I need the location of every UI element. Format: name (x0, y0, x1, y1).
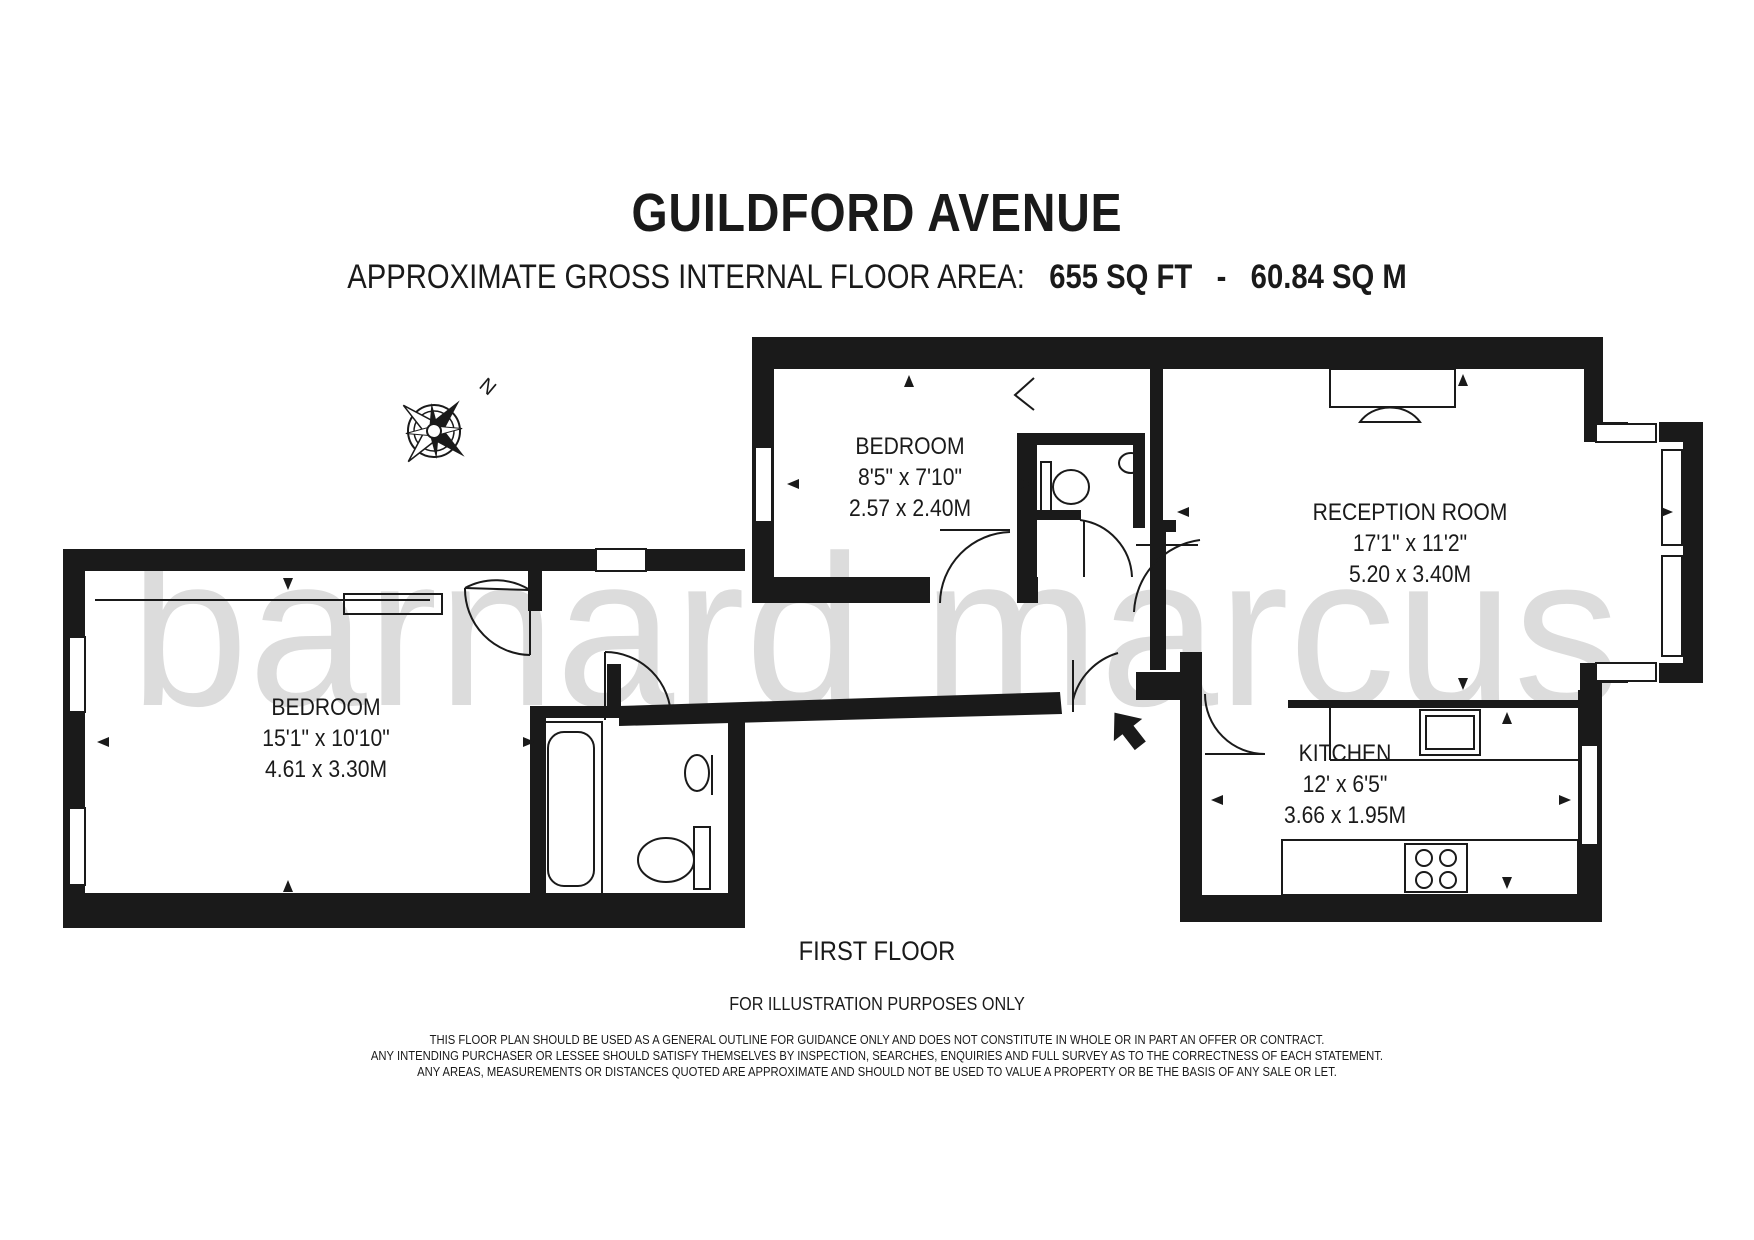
disclaimer: THIS FLOOR PLAN SHOULD BE USED AS A GENE… (88, 1032, 1667, 1080)
disclaimer-line: ANY AREAS, MEASUREMENTS OR DISTANCES QUO… (417, 1065, 1337, 1079)
illustration-note: FOR ILLUSTRATION PURPOSES ONLY (729, 994, 1025, 1014)
room-label-bedroom-large: BEDROOM 15'1" x 10'10" 4.61 x 3.30M (238, 692, 414, 785)
disclaimer-line: THIS FLOOR PLAN SHOULD BE USED AS A GENE… (429, 1033, 1325, 1047)
room-metric: 2.57 x 2.40M (848, 495, 972, 522)
room-imperial: 12' x 6'5" (1302, 771, 1388, 798)
room-metric: 5.20 x 3.40M (1348, 561, 1472, 588)
floor-area-label: APPROXIMATE GROSS INTERNAL FLOOR AREA: (347, 258, 1025, 296)
compass-rose-icon (402, 400, 465, 463)
floor-label: FIRST FLOOR (798, 936, 956, 966)
measurement-markers (97, 374, 1673, 892)
room-name: BEDROOM (271, 694, 381, 721)
room-metric: 3.66 x 1.95M (1283, 802, 1407, 829)
page-title: GUILDFORD AVENUE (631, 183, 1123, 243)
room-label-reception: RECEPTION ROOM 17'1" x 11'2" 5.20 x 3.40… (1304, 497, 1515, 590)
room-label-kitchen: KITCHEN 12' x 6'5" 3.66 x 1.95M (1257, 738, 1433, 831)
floor-area-line: APPROXIMATE GROSS INTERNAL FLOOR AREA: 6… (123, 258, 1631, 297)
room-imperial: 17'1" x 11'2" (1352, 530, 1468, 557)
fixtures (95, 368, 1579, 896)
room-name: RECEPTION ROOM (1312, 499, 1508, 526)
room-metric: 4.61 x 3.30M (264, 756, 388, 783)
room-name: KITCHEN (1298, 740, 1392, 767)
floor-area-sqm: 60.84 SQ M (1250, 258, 1407, 296)
windows (68, 423, 1683, 886)
room-name: BEDROOM (855, 433, 965, 460)
compass-north-label: N (475, 374, 500, 400)
floor-area-sqft: 655 SQ FT (1049, 258, 1193, 296)
entrance-arrow-icon (1113, 712, 1146, 751)
room-label-bedroom-small: BEDROOM 8'5" x 7'10" 2.57 x 2.40M (826, 431, 993, 524)
room-imperial: 8'5" x 7'10" (857, 464, 963, 491)
room-imperial: 15'1" x 10'10" (262, 725, 390, 752)
disclaimer-line: ANY INTENDING PURCHASER OR LESSEE SHOULD… (370, 1049, 1384, 1063)
floor-area-separator: - (1216, 258, 1227, 296)
